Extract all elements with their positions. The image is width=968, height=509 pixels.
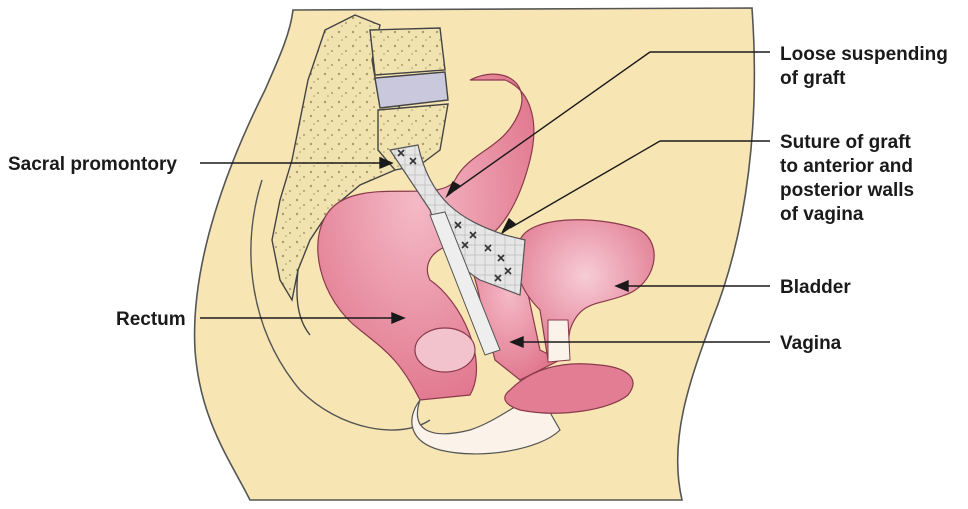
vertebra-upper	[370, 28, 445, 75]
rectum-opening	[415, 328, 475, 372]
label-sacral-promontory: Sacral promontory	[8, 154, 177, 175]
label-bladder: Bladder	[780, 277, 851, 298]
label-suture-line4: of vagina	[780, 204, 864, 225]
label-loose-suspending-line1: Loose suspending	[780, 44, 948, 65]
label-suture-line2: to anterior and	[780, 156, 913, 177]
label-vagina: Vagina	[780, 333, 842, 354]
label-suture-line3: posterior walls	[780, 180, 914, 201]
urethra	[548, 320, 570, 362]
label-suture-line1: Suture of graft	[780, 132, 912, 153]
label-rectum: Rectum	[116, 309, 186, 330]
label-loose-suspending-line2: of graft	[780, 68, 846, 89]
